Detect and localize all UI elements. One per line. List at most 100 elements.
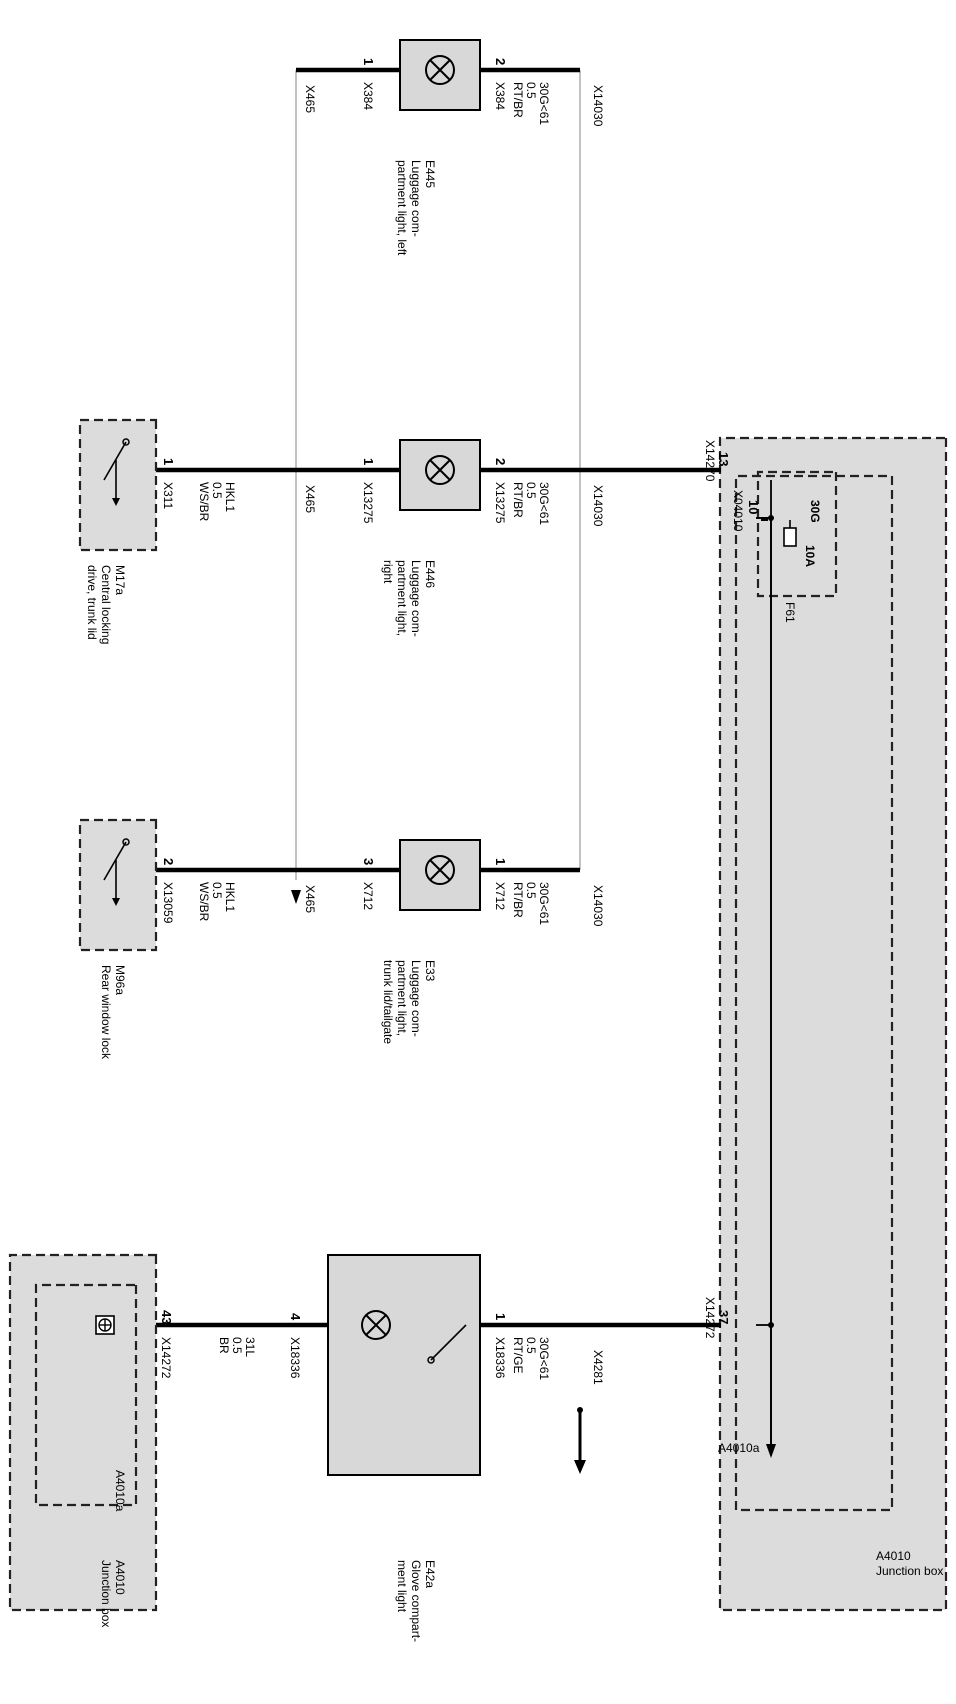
svg-text:0.5: 0.5 xyxy=(524,1337,538,1354)
pin-f61: 10 xyxy=(746,500,761,514)
svg-text:X384: X384 xyxy=(361,82,375,110)
svg-text:M17a: M17a xyxy=(113,565,127,595)
svg-text:X13275: X13275 xyxy=(361,482,375,524)
svg-text:HKL1: HKL1 xyxy=(223,882,237,912)
svg-text:Glove compart-: Glove compart- xyxy=(409,1560,423,1642)
svg-text:E445: E445 xyxy=(423,160,437,188)
svg-text:E33: E33 xyxy=(423,960,437,982)
svg-text:drive, trunk lid: drive, trunk lid xyxy=(85,565,99,640)
internal-arrow xyxy=(766,1444,776,1458)
svg-text:right: right xyxy=(381,560,395,584)
svg-text:X384: X384 xyxy=(493,82,507,110)
svg-text:RT/BR: RT/BR xyxy=(511,82,525,118)
bus-30g-label-3: X14030 xyxy=(591,885,605,927)
svg-text:Central locking: Central locking xyxy=(99,565,113,644)
svg-text:Luggage com-: Luggage com- xyxy=(409,560,423,637)
conn-x14272-top: X14272 xyxy=(703,1297,717,1339)
component-e446: 2 X13275 30G<61 0.5 RT/BR 1 X13275 HKL1 … xyxy=(156,439,721,637)
svg-text:4: 4 xyxy=(288,1313,303,1321)
svg-text:partment light,: partment light, xyxy=(395,560,409,636)
svg-text:1: 1 xyxy=(493,1313,508,1320)
svg-text:31L: 31L xyxy=(243,1337,257,1357)
svg-text:X4281: X4281 xyxy=(591,1350,605,1385)
module-a4010a-top xyxy=(734,474,894,1512)
diagram-root: 30G 10A F61 A4010a A4010 Junction box 10… xyxy=(8,39,948,1642)
component-m96a: 2 X13059 M96a Rear window lock xyxy=(78,818,176,1060)
svg-text:E42a: E42a xyxy=(423,1560,437,1588)
bus-31-label-2: X465 xyxy=(303,485,317,513)
a4010-bottom-label: A4010 Junction box xyxy=(99,1560,127,1627)
svg-text:X18336: X18336 xyxy=(493,1337,507,1379)
bus-31-label-1: X465 xyxy=(303,85,317,113)
svg-text:0.5: 0.5 xyxy=(524,882,538,899)
svg-text:X13275: X13275 xyxy=(493,482,507,524)
svg-text:WS/BR: WS/BR xyxy=(197,482,211,522)
conn-x14270: X14270 xyxy=(703,440,717,482)
conn-x04010: X04010 xyxy=(731,490,745,532)
fuse-f61-box xyxy=(756,470,838,598)
ground-symbol xyxy=(95,1315,115,1335)
svg-text:3: 3 xyxy=(361,858,376,865)
svg-text:X712: X712 xyxy=(493,882,507,910)
pin-37: 37 xyxy=(716,1310,731,1324)
svg-text:partment light, left: partment light, left xyxy=(395,160,409,256)
svg-text:trunk lid/tailgate: trunk lid/tailgate xyxy=(381,960,395,1044)
bus-30g-label-1: X14030 xyxy=(591,85,605,127)
a4010a-bottom-label: A4010a xyxy=(113,1470,127,1512)
svg-text:Luggage com-: Luggage com- xyxy=(409,960,423,1037)
svg-text:E446: E446 xyxy=(423,560,437,588)
svg-text:X311: X311 xyxy=(161,482,175,509)
svg-text:M96a: M96a xyxy=(113,965,127,995)
svg-text:BR: BR xyxy=(217,1337,231,1354)
component-e42a: 1 X18336 30G<61 0.5 RT/GE 4 X18336 31L 0… xyxy=(156,1254,721,1642)
svg-text:2: 2 xyxy=(493,58,508,65)
fuse-code: F61 xyxy=(783,602,797,623)
svg-text:RT/BR: RT/BR xyxy=(511,882,525,918)
svg-text:30G<61: 30G<61 xyxy=(537,82,551,125)
svg-text:30G<61: 30G<61 xyxy=(537,1337,551,1380)
svg-text:1: 1 xyxy=(361,458,376,465)
bus-30g-label-2: X14030 xyxy=(591,485,605,527)
conn-x14272-bottom: X14272 xyxy=(159,1337,173,1379)
svg-text:HKL1: HKL1 xyxy=(223,482,237,512)
svg-text:A4010: A4010 xyxy=(876,1549,911,1563)
svg-text:ment light: ment light xyxy=(395,1560,409,1613)
component-e33: 1 X712 30G<61 0.5 RT/BR 3 X712 HKL1 0.5 … xyxy=(156,839,580,1044)
svg-text:RT/GE: RT/GE xyxy=(511,1337,525,1373)
ground-arrow xyxy=(291,890,301,904)
svg-text:Junction box: Junction box xyxy=(876,1564,943,1578)
svg-text:0.5: 0.5 xyxy=(210,882,224,899)
junction-box-a4010-top xyxy=(718,436,948,1612)
component-e445: 2 X384 30G<61 0.5 RT/BR 1 X384 E445 Lugg… xyxy=(296,39,580,256)
svg-text:0.5: 0.5 xyxy=(210,482,224,499)
svg-text:X18336: X18336 xyxy=(288,1337,302,1379)
svg-text:0.5: 0.5 xyxy=(524,482,538,499)
svg-text:1: 1 xyxy=(361,58,376,65)
svg-text:X13059: X13059 xyxy=(161,882,175,924)
svg-text:A4010: A4010 xyxy=(113,1560,127,1595)
svg-text:0.5: 0.5 xyxy=(230,1337,244,1354)
svg-text:X712: X712 xyxy=(361,882,375,910)
pin-43: 43 xyxy=(159,1310,174,1324)
junction-box-a4010-bottom xyxy=(8,1253,158,1612)
svg-text:30G<61: 30G<61 xyxy=(537,882,551,925)
svg-text:2: 2 xyxy=(493,458,508,465)
svg-text:Junction box: Junction box xyxy=(99,1560,113,1627)
splice-x4281: X4281 xyxy=(574,1350,605,1474)
fuse-rating: 10A xyxy=(803,545,817,567)
component-m17a: 1 X311 M17a Central locking drive, trunk… xyxy=(78,418,176,644)
module-a4010a-bottom xyxy=(34,1283,138,1507)
svg-text:1: 1 xyxy=(493,858,508,865)
pin-13: 13 xyxy=(716,452,731,466)
a4010-top-label: A4010 Junction box xyxy=(876,1549,943,1578)
svg-text:Rear window lock: Rear window lock xyxy=(99,965,113,1060)
svg-text:2: 2 xyxy=(161,858,176,865)
svg-text:Luggage com-: Luggage com- xyxy=(409,160,423,237)
svg-text:RT/BR: RT/BR xyxy=(511,482,525,518)
bus-31-label-3: X465 xyxy=(303,885,317,913)
svg-text:WS/BR: WS/BR xyxy=(197,882,211,922)
a4010a-top-label: A4010a xyxy=(718,1441,760,1455)
svg-text:1: 1 xyxy=(161,458,176,465)
svg-text:0.5: 0.5 xyxy=(524,82,538,99)
fuse-f61-icon xyxy=(783,520,797,547)
